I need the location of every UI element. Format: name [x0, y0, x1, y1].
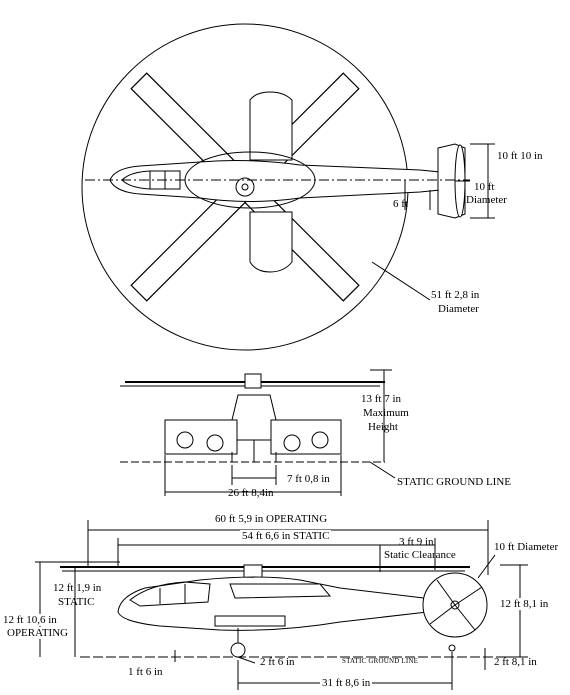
length-operating-label: 60 ft 5,9 in OPERATING: [213, 513, 330, 525]
nose-gear-wheel: [231, 643, 245, 657]
tail-wheel-height-label: 2 ft 8,1 in: [494, 656, 537, 668]
side-fuselage: [118, 577, 445, 630]
dim-leader-rotor-diam: [372, 262, 430, 300]
rotor-hub: [236, 178, 254, 196]
stub-wing-bottom: [250, 212, 292, 272]
front-rotor-hub: [245, 374, 261, 388]
clearance-value: 3 ft 9 in: [399, 536, 434, 548]
max-height-word2: Height: [368, 421, 398, 433]
max-height-value: 13 ft 7 in: [361, 393, 402, 405]
wheelbase-label: 31 ft 8,6 in: [320, 677, 373, 689]
side-engine: [230, 584, 330, 598]
nose-gear-height-label: 1 ft 6 in: [128, 666, 163, 678]
side-wing: [215, 616, 285, 626]
operating-height-word: OPERATING: [7, 627, 69, 639]
static-height-value: 12 ft 1,9 in: [53, 582, 102, 594]
fuselage-top: [110, 161, 440, 202]
operating-height-value: 12 ft 10,6 in: [3, 614, 57, 626]
tail-rotor-hub: [451, 601, 459, 609]
track-width-label: 7 ft 0,8 in: [287, 473, 330, 485]
tail-rotor-diameter-word: Diameter: [466, 194, 507, 206]
main-rotor-diameter-value: 51 ft 2,8 in: [431, 289, 480, 301]
front-view: [120, 370, 395, 496]
dim-leader-tail-diam: [478, 555, 495, 578]
front-wing-left: [165, 420, 237, 454]
side-view: [35, 520, 528, 690]
dim-wheel-offset: [238, 657, 255, 663]
wheel-offset-label: 2 ft 6 in: [260, 656, 295, 668]
tail-wheel: [449, 645, 455, 651]
max-height-word1: Maximum: [363, 407, 409, 419]
front-fuselage: [232, 395, 276, 440]
span-width-label: 26 ft 8,4in: [228, 487, 274, 499]
rotor-blade-sw: [131, 186, 246, 301]
static-height-word: STATIC: [58, 596, 95, 608]
tail-rotor-height-label: 10 ft 10 in: [497, 150, 543, 162]
tail-rotor-blades: [430, 580, 482, 630]
top-view: [82, 24, 495, 350]
side-tail-rotor-diameter: 10 ft Diameter: [494, 541, 559, 553]
tail-height-label: 12 ft 8,1 in: [500, 598, 549, 610]
clearance-word: Static Clearance: [384, 549, 456, 561]
front-store: [177, 432, 193, 448]
tail-offset-label: 6 ft: [393, 198, 408, 210]
front-wing-right: [271, 420, 341, 454]
front-store: [284, 435, 300, 451]
main-rotor-diameter-word: Diameter: [438, 303, 479, 315]
dim-leader-ground: [370, 462, 395, 478]
rotor-hub-center: [242, 184, 248, 190]
stub-wing-top: [250, 92, 292, 160]
side-canopy: [130, 582, 210, 606]
tail-rotor-diameter-value: 10 ft: [474, 181, 495, 193]
length-static-label: 54 ft 6,6 in STATIC: [240, 530, 332, 542]
front-store: [312, 432, 328, 448]
front-static-ground-line-label: STATIC GROUND LINE: [397, 476, 512, 488]
front-store: [207, 435, 223, 451]
side-static-ground-line-label: STATIC GROUND LINE: [342, 657, 419, 665]
